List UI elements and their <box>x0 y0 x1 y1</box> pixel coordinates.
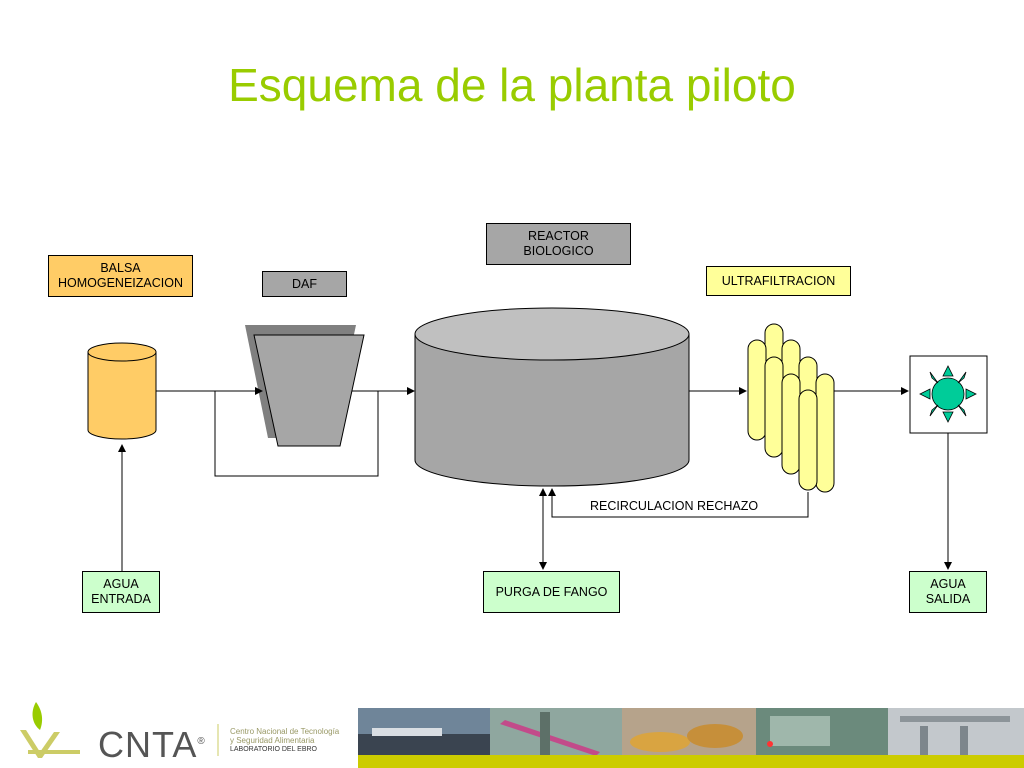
logo-subtitle-1: Centro Nacional de Tecnología <box>230 727 340 736</box>
cnta-logo-mark <box>20 702 80 758</box>
balsa-label: BALSA HOMOGENEIZACION <box>48 255 193 297</box>
footer-banner <box>20 702 1024 768</box>
agua-entrada-label: AGUA ENTRADA <box>82 571 160 613</box>
daf-label: DAF <box>262 271 347 297</box>
recirculacion-label: RECIRCULACION RECHAZO <box>590 499 759 513</box>
ultrafiltracion-label: ULTRAFILTRACION <box>706 266 851 296</box>
logo-subtitle-2: y Seguridad Alimentaria <box>230 736 315 745</box>
ultrafiltration-module <box>747 323 835 493</box>
uv-lamp <box>909 355 988 434</box>
connection-lines <box>118 387 952 571</box>
logo-subtitle-3: LABORATORIO DEL EBRO <box>230 746 318 753</box>
reactor-tank <box>414 307 690 487</box>
cnta-logo-text: CNTA® <box>98 724 206 765</box>
agua-salida-label: AGUA SALIDA <box>909 571 987 613</box>
purga-fango-label: PURGA DE FANGO <box>483 571 620 613</box>
page-title: Esquema de la planta piloto <box>228 59 796 111</box>
daf-tank <box>245 325 365 447</box>
balsa-tank <box>87 342 157 440</box>
photo-strip <box>358 708 1024 768</box>
reactor-label: REACTOR BIOLOGICO <box>486 223 631 265</box>
process-diagram <box>87 307 988 571</box>
